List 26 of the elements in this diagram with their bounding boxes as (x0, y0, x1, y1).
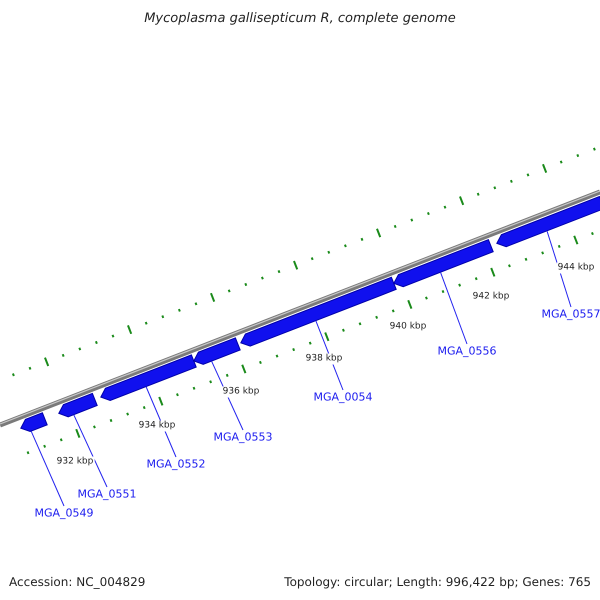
scale-label: 944 kbp (556, 262, 596, 274)
scale-label: 940 kbp (388, 322, 428, 332)
genome-info-text: Topology: circular; Length: 996,422 bp; Genes: 765 (283, 575, 592, 589)
gene-label: MGA_0556 (437, 346, 497, 356)
gene-block (393, 238, 494, 288)
gene-label: MGA_0553 (213, 432, 273, 442)
scale-label: 934 kbp (138, 420, 176, 432)
gene-label: MGA_0549 (34, 508, 94, 518)
gene-block (58, 392, 98, 418)
gene-label: MGA_0551 (77, 488, 137, 500)
gene-block (20, 412, 48, 432)
gene-label: MGA_0054 (313, 392, 373, 402)
gene-block (496, 196, 600, 248)
leader-line (440, 272, 468, 344)
scale-label: 936 kbp (222, 386, 260, 398)
leader-line (73, 414, 108, 488)
gene-label: MGA_0557 (541, 308, 600, 320)
accession-text: Accession: NC_004829 (8, 575, 146, 589)
gene-block (193, 337, 241, 365)
gene-block (100, 354, 197, 402)
leader-line (30, 431, 64, 506)
scale-label: 942 kbp (472, 292, 510, 302)
scale-label: 938 kbp (304, 354, 344, 364)
scale-label: 932 kbp (56, 456, 94, 468)
gene-label: MGA_0552 (146, 458, 206, 470)
title: Mycoplasma gallisepticum R, complete genome (144, 12, 456, 25)
